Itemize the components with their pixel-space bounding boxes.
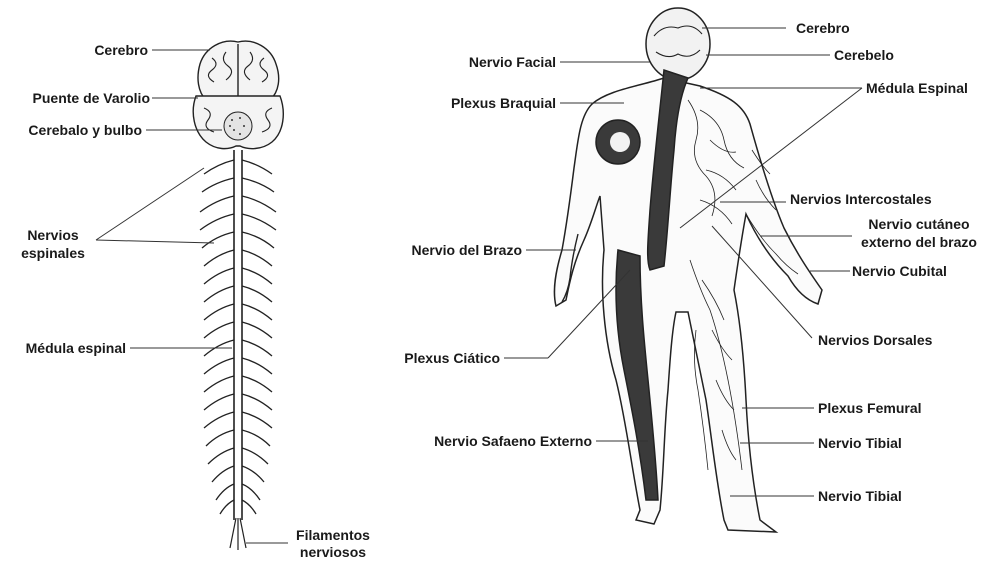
medulla-drawing [224, 112, 252, 140]
label-plexus-femoral: Plexus Femural [818, 399, 922, 417]
label-cerebro-right: Cerebro [796, 19, 850, 37]
label-filamentos-line1: Filamentos [290, 526, 376, 544]
head-drawing [646, 8, 710, 80]
spinal-cord-drawing [234, 150, 242, 520]
filaments-drawing [230, 518, 246, 550]
label-nervios-espinales-line1: Nervios [14, 226, 92, 244]
label-medula-espinal-left: Médula espinal [4, 339, 126, 357]
label-nervio-safaeno-externo: Nervio Safaeno Externo [400, 432, 592, 450]
label-filamentos-line2: nerviosos [290, 543, 376, 561]
label-puente-de-varolio: Puente de Varolio [10, 89, 150, 107]
label-plexus-braquial: Plexus Braquial [420, 94, 556, 112]
label-nervios-intercostales: Nervios Intercostales [790, 190, 932, 208]
label-nervio-cutaneo-line1: Nervio cutáneo [852, 215, 986, 233]
body-outline-drawing [554, 78, 822, 532]
label-nervio-tibial-upper: Nervio Tibial [818, 434, 902, 452]
label-nervios-espinales-line2: espinales [14, 244, 92, 262]
label-nervios-dorsales: Nervios Dorsales [818, 331, 932, 349]
spinal-nerves-drawing [200, 160, 276, 514]
label-cerebelo: Cerebelo [834, 46, 894, 64]
label-cerebalo-y-bulbo: Cerebalo y bulbo [10, 121, 142, 139]
label-medula-espinal-right: Médula Espinal [866, 79, 968, 97]
label-nervio-cutaneo-line2: externo del brazo [852, 233, 986, 251]
label-nervio-cubital: Nervio Cubital [852, 262, 947, 280]
label-nervio-facial: Nervio Facial [420, 53, 556, 71]
label-nervio-del-brazo: Nervio del Brazo [380, 241, 522, 259]
human-figure-illustration [554, 8, 822, 532]
label-plexus-ciatico: Plexus Ciático [380, 349, 500, 367]
label-nervio-tibial-lower: Nervio Tibial [818, 487, 902, 505]
brain-and-spinal-cord-illustration [193, 41, 283, 550]
label-cerebro-left: Cerebro [50, 41, 148, 59]
